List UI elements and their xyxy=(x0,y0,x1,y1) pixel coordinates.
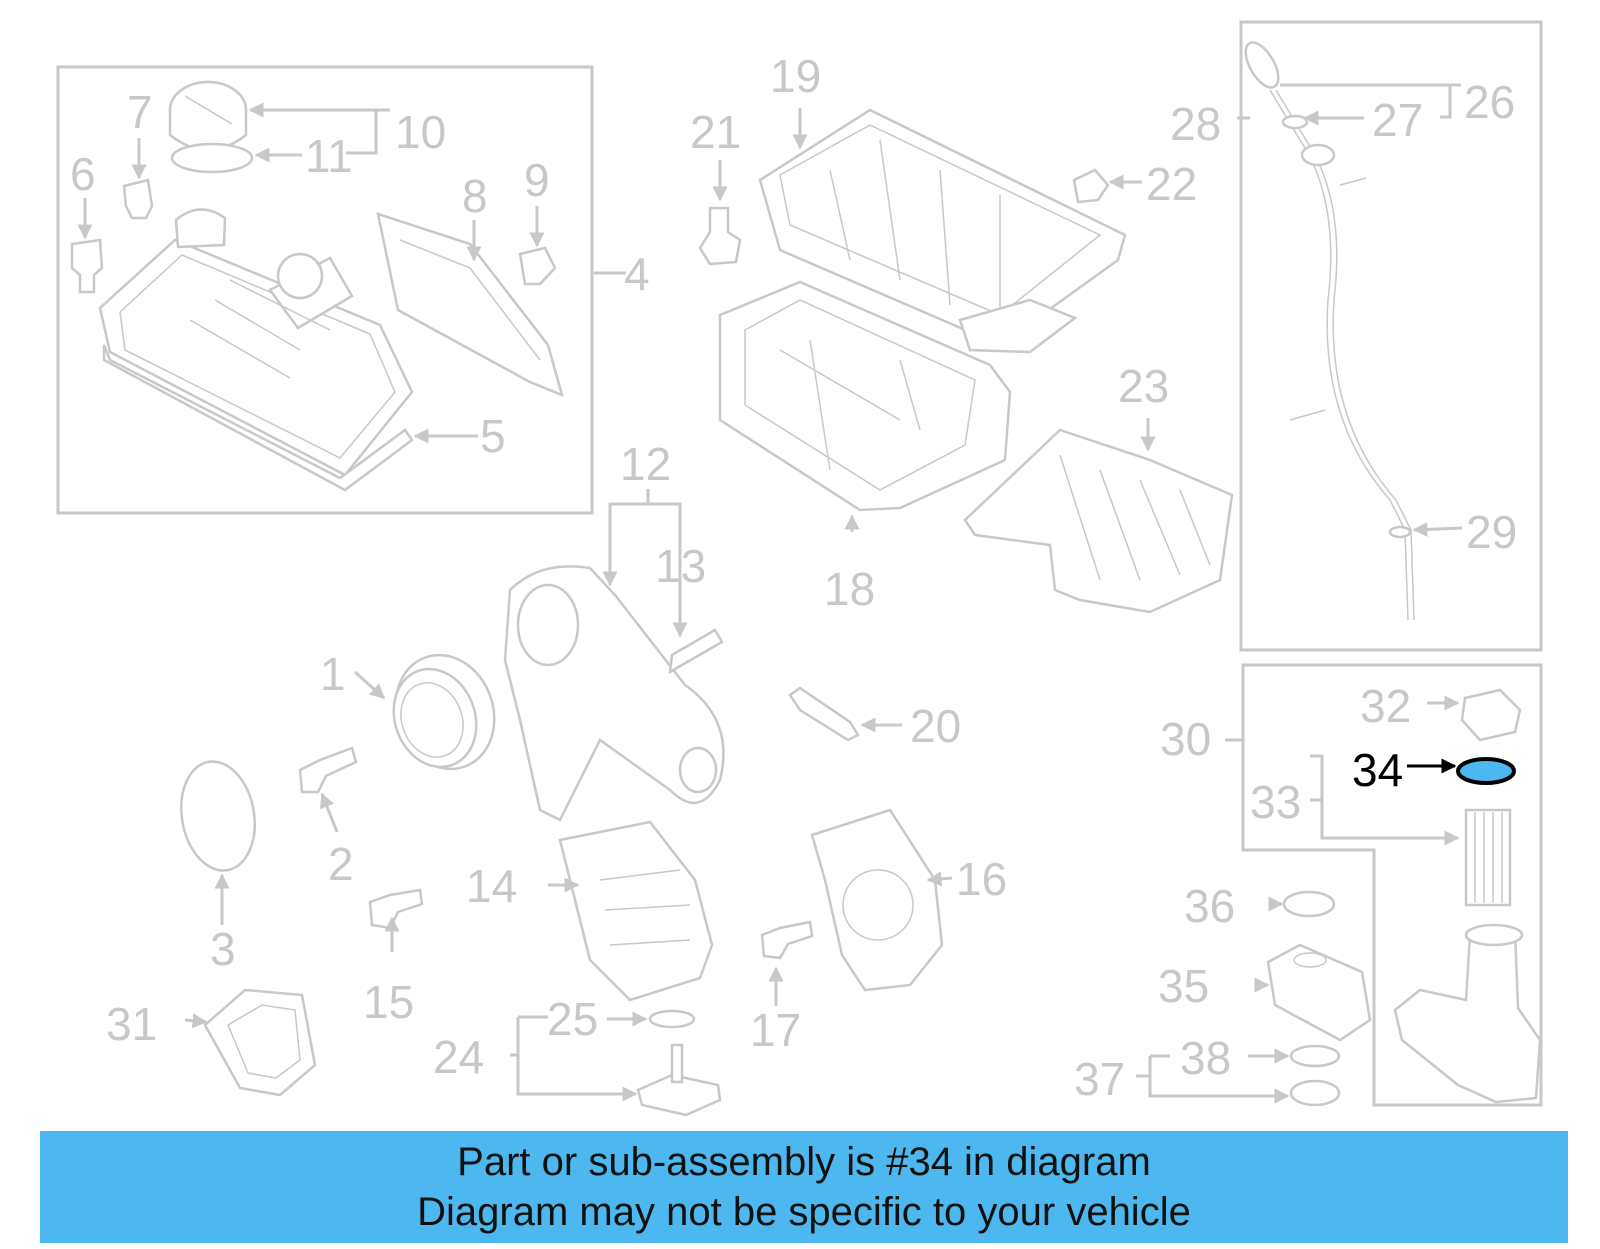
timing-cover-upper-part xyxy=(503,565,725,822)
filter-element-part xyxy=(1464,808,1512,907)
upper-oil-pan-part xyxy=(758,108,1127,354)
bolt-17-part xyxy=(760,920,814,960)
callout-1: 1 xyxy=(320,648,346,700)
info-banner: Part or sub-assembly is #34 in diagram D… xyxy=(40,1131,1568,1243)
callout-21: 21 xyxy=(690,106,741,158)
callout-33: 33 xyxy=(1250,776,1301,828)
callout-35: 35 xyxy=(1158,960,1209,1012)
sensor-part xyxy=(70,238,104,294)
callout-38: 38 xyxy=(1180,1032,1231,1084)
timing-cover-lower-part xyxy=(558,820,714,1002)
callout-24: 24 xyxy=(433,1031,484,1083)
sealant-tube-part xyxy=(788,686,860,742)
splash-shield-part xyxy=(963,428,1234,614)
callout-27: 27 xyxy=(1372,94,1423,146)
bolt-2-part xyxy=(298,746,358,794)
o-ring-36-part xyxy=(1282,890,1336,918)
lower-oil-pan-part xyxy=(718,280,1012,512)
callout-15: 15 xyxy=(363,976,414,1028)
pulley-part xyxy=(392,653,496,771)
callout-34: 34 xyxy=(1352,744,1403,796)
callout-11: 11 xyxy=(305,130,353,182)
callout-29: 29 xyxy=(1466,506,1517,558)
callout-18: 18 xyxy=(824,563,875,615)
banner-line-disclaimer: Diagram may not be specific to your vehi… xyxy=(417,1190,1191,1234)
callout-36: 36 xyxy=(1184,880,1235,932)
callout-10: 10 xyxy=(395,106,446,158)
callout-20: 20 xyxy=(910,700,961,752)
callout-23: 23 xyxy=(1118,360,1169,412)
callout-28: 28 xyxy=(1170,98,1221,150)
callout-17: 17 xyxy=(750,1004,801,1056)
plug-cap-part xyxy=(180,760,256,872)
group-box-oil-filter xyxy=(1241,663,1543,1107)
grommet-part xyxy=(122,178,154,220)
bolt-21-part xyxy=(698,206,742,266)
bolt-15-part xyxy=(368,888,424,930)
callout-22: 22 xyxy=(1146,158,1197,210)
callout-37: 37 xyxy=(1074,1053,1125,1105)
leader-lines xyxy=(77,83,1463,1104)
callout-25: 25 xyxy=(547,993,598,1045)
callout-labels: 1 2 3 4 5 6 7 8 9 10 11 12 13 14 15 16 1… xyxy=(70,50,1517,1105)
oil-filler-cap-part xyxy=(168,80,248,152)
bolt-9-part xyxy=(518,246,557,286)
callout-12: 12 xyxy=(620,438,671,490)
callout-8: 8 xyxy=(462,170,488,222)
callout-14: 14 xyxy=(466,860,517,912)
o-ring-34-part xyxy=(1456,757,1516,785)
valve-cover-part xyxy=(98,208,414,492)
callout-7: 7 xyxy=(127,86,153,138)
group-box-dipstick xyxy=(1239,20,1543,652)
callout-2: 2 xyxy=(328,838,354,890)
callout-3: 3 xyxy=(210,923,236,975)
filler-cap-seal-part xyxy=(170,142,254,174)
callout-9: 9 xyxy=(524,154,550,206)
callout-5: 5 xyxy=(480,410,506,462)
o-ring-38-part xyxy=(1289,1044,1341,1068)
callout-6: 6 xyxy=(70,148,96,200)
oil-cooler-part xyxy=(1266,943,1372,1042)
clip-part xyxy=(668,628,724,675)
banner-line-part-number: Part or sub-assembly is #34 in diagram xyxy=(457,1140,1151,1184)
callout-13: 13 xyxy=(655,540,706,592)
callout-31: 31 xyxy=(106,998,157,1050)
callout-26: 26 xyxy=(1464,76,1515,128)
callout-4: 4 xyxy=(624,248,650,300)
callout-32: 32 xyxy=(1360,680,1411,732)
rear-timing-cover-part xyxy=(810,808,944,992)
dipstick-part xyxy=(1244,41,1415,621)
engine-cover-part xyxy=(376,212,564,398)
callout-16: 16 xyxy=(956,853,1007,905)
drain-plug-part xyxy=(1072,168,1110,204)
filter-housing-part xyxy=(1393,923,1542,1104)
seal-37-part xyxy=(1289,1079,1341,1107)
callout-19: 19 xyxy=(770,50,821,102)
callout-30: 30 xyxy=(1160,713,1211,765)
o-ring-25-part xyxy=(648,1009,696,1029)
filter-cap-part xyxy=(1460,688,1522,742)
group-box-valve-cover xyxy=(56,65,594,515)
